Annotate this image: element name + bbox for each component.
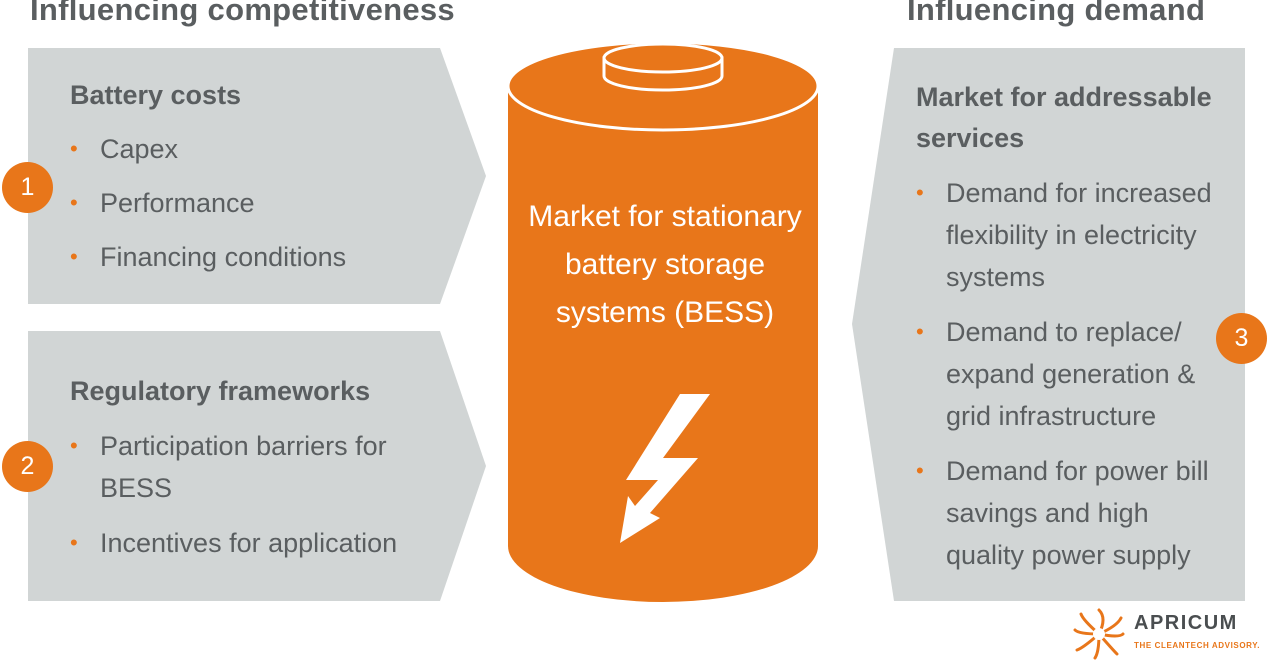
bullet-icon: • [70, 530, 78, 555]
bullet-icon: • [916, 180, 924, 205]
battery-costs-list: •Capex •Performance •Financing condition… [70, 128, 470, 278]
apricum-logo: APRICUM THE CLEANTECH ADVISORY. [1073, 608, 1260, 660]
heading-influencing-competitiveness: Influencing competitiveness [30, 0, 455, 27]
bullet-icon: • [70, 433, 78, 458]
list-item: •Participation barriers for BESS [70, 425, 415, 509]
bullet-icon: • [916, 319, 924, 344]
sun-swirl-icon [1073, 608, 1125, 660]
step-badge-1: 1 [2, 162, 53, 213]
logo-tagline: THE CLEANTECH ADVISORY. [1134, 641, 1261, 650]
battery-body [508, 86, 818, 602]
list-item: •Performance [70, 182, 470, 224]
step-badge-2: 2 [2, 441, 53, 492]
list-item: •Financing conditions [70, 236, 470, 278]
bullet-icon: • [70, 136, 78, 161]
regulatory-frameworks-panel [28, 331, 486, 601]
battery-label: Market for stationary battery storage sy… [528, 200, 802, 329]
market-services-panel [852, 48, 1245, 601]
heading-influencing-demand: Influencing demand [907, 0, 1206, 27]
regulatory-frameworks-list: •Participation barriers for BESS •Incent… [70, 425, 415, 564]
list-item: •Capex [70, 128, 470, 170]
regulatory-frameworks-title: Regulatory frameworks [70, 376, 371, 406]
battery-costs-panel [28, 48, 486, 304]
bullet-icon: • [916, 458, 924, 483]
market-services-title: Market for addressable services [916, 82, 1212, 153]
list-item: •Demand to replace/ expand generation & … [916, 311, 1226, 437]
logo-name: APRICUM [1134, 612, 1238, 634]
bullet-icon: • [70, 244, 78, 269]
battery-costs-title: Battery costs [70, 80, 242, 110]
lightning-bolt-icon [620, 394, 710, 543]
bullet-icon: • [70, 190, 78, 215]
step-badge-3: 3 [1216, 313, 1267, 364]
battery-terminal-top [602, 42, 724, 74]
list-item: •Demand for power bill savings and high … [916, 450, 1226, 576]
battery-icon [508, 40, 818, 602]
list-item: •Demand for increased flexibility in ele… [916, 172, 1226, 298]
market-services-list: •Demand for increased flexibility in ele… [916, 172, 1226, 576]
list-item: •Incentives for application [70, 522, 415, 564]
